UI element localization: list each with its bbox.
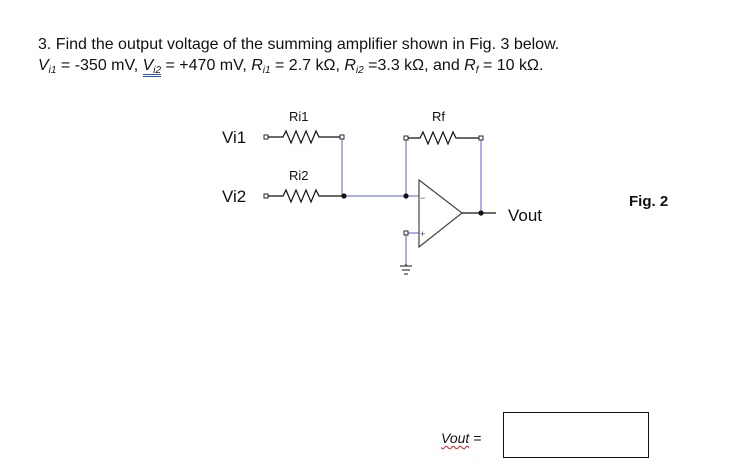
- junction-output-icon: [478, 210, 484, 216]
- resistor-ri1-icon: [268, 129, 342, 145]
- answer-label-suffix: =: [469, 430, 482, 446]
- ri2-value: =3.3 kΩ, and: [363, 57, 465, 74]
- vi2-symbol: V: [142, 57, 154, 74]
- vi2-value: = +470 mV,: [161, 57, 252, 74]
- ri1-symbol: R: [251, 57, 263, 74]
- vi2-subscript: i2: [153, 65, 162, 76]
- answer-label-prefix: Vout: [441, 430, 470, 446]
- vi1-value: = -350 mV,: [56, 57, 143, 74]
- junction-summing-icon: [403, 193, 409, 199]
- terminal-ri1-right-icon: [339, 134, 345, 140]
- opamp-plus-sign: +: [420, 229, 425, 239]
- problem-number: 3.: [38, 36, 52, 53]
- answer-input-box[interactable]: [503, 412, 649, 458]
- rf-subscript: f: [475, 65, 479, 76]
- circuit-components: [268, 129, 496, 275]
- vi1-symbol: V: [38, 57, 49, 74]
- ri1-subscript: i1: [262, 65, 271, 76]
- terminal-rf-right-icon: [478, 135, 484, 141]
- opamp-triangle-icon: [418, 178, 463, 249]
- opamp-minus-sign: −: [420, 193, 425, 203]
- label-rf: Rf: [432, 109, 445, 124]
- label-vout: Vout: [508, 206, 542, 225]
- vi2-underlined: Vi2: [142, 57, 162, 77]
- terminals: [263, 134, 484, 236]
- label-ri2: Ri2: [289, 168, 309, 183]
- junctions: [341, 193, 484, 216]
- problem-text: 3. Find the output voltage of the summin…: [38, 34, 559, 77]
- figure-label: Fig. 2: [629, 193, 669, 210]
- terminal-rf-left-icon: [403, 135, 409, 141]
- junction-ri2-icon: [341, 193, 347, 199]
- resistor-ri2-icon: [268, 188, 342, 204]
- rf-value: = 10 kΩ.: [478, 57, 544, 74]
- resistor-rf-icon: [406, 130, 481, 146]
- label-ri1: Ri1: [289, 109, 309, 124]
- terminal-vi1-icon: [263, 134, 269, 140]
- rf-symbol: R: [464, 57, 476, 74]
- ri1-value: = 2.7 kΩ,: [270, 57, 345, 74]
- terminal-vi2-icon: [263, 193, 269, 199]
- ri2-subscript: i2: [355, 65, 364, 76]
- terminal-noninverting-icon: [403, 230, 409, 236]
- ground-icon: [400, 265, 412, 275]
- label-vi1: Vi1: [222, 128, 246, 147]
- vi1-subscript: i1: [48, 65, 57, 76]
- problem-statement-line: 3. Find the output voltage of the summin…: [38, 34, 559, 55]
- label-vi2: Vi2: [222, 187, 246, 206]
- given-values-line: Vi1 = -350 mV, Vi2 = +470 mV, Ri1 = 2.7 …: [38, 55, 559, 77]
- answer-label: Vout =: [441, 430, 481, 446]
- problem-statement: Find the output voltage of the summing a…: [55, 36, 560, 53]
- circuit-wires: [341, 137, 482, 264]
- ri2-symbol: R: [344, 57, 356, 74]
